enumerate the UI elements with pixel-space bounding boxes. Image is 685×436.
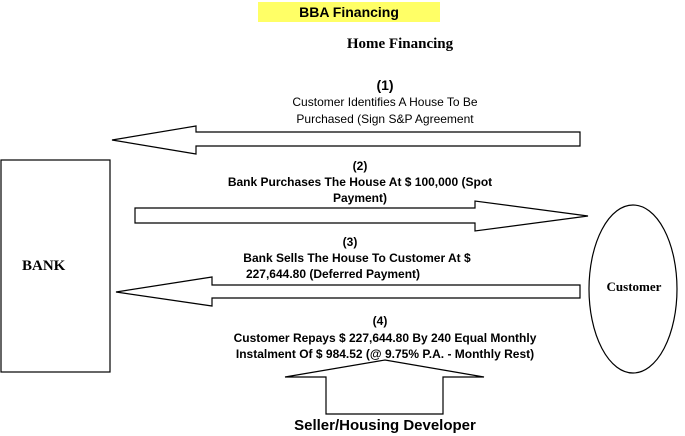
customer-ellipse [588, 204, 678, 374]
bank-box [0, 159, 111, 373]
banner-title: BBA Financing [299, 4, 399, 20]
step-1-line-2: Purchased (Sign S&P Agreement [296, 112, 474, 126]
step-2-line-1: Bank Purchases The House At $ 100,000 (S… [227, 175, 493, 189]
step-4-number: (4) [372, 314, 388, 328]
step-1-line-1: Customer Identifies A House To Be [292, 95, 478, 109]
step-4-line-2: Instalment Of $ 984.52 (@ 9.75% P.A. - M… [235, 347, 535, 361]
step-2-line-2: Payment) [332, 191, 388, 205]
step-4-line-1: Customer Repays $ 227,644.80 By 240 Equa… [233, 331, 537, 345]
bank-label: BANK [22, 258, 66, 274]
customer-label: Customer [606, 279, 662, 294]
step-2-number: (2) [352, 159, 368, 173]
arrow-step-4 [284, 359, 485, 415]
step-3-line-1: Bank Sells The House To Customer At $ [243, 251, 471, 265]
arrow-step-2 [134, 200, 589, 232]
diagram-subtitle: Home Financing [346, 36, 454, 52]
step-1-number: (1) [376, 77, 394, 93]
arrow-step-1 [111, 125, 581, 155]
arrow-step-3 [115, 276, 581, 307]
step-3-line-2: 227,644.80 (Deferred Payment) [245, 267, 421, 281]
seller-label: Seller/Housing Developer [294, 417, 476, 434]
banner-background [258, 2, 440, 22]
step-3-number: (3) [342, 235, 358, 249]
